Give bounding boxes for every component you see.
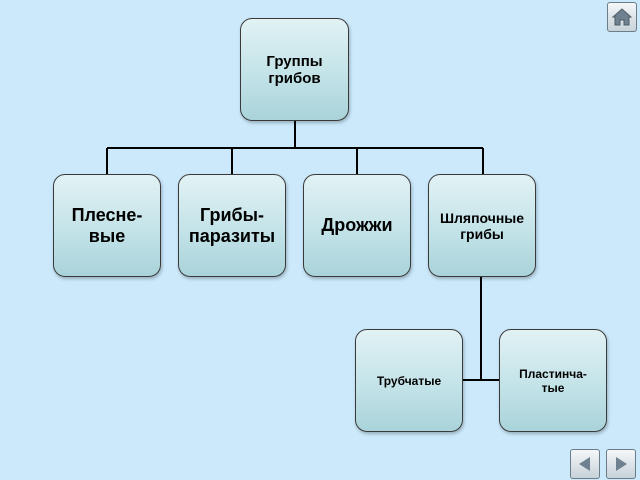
category-node-cap-mushrooms: Шляпочные грибы (428, 174, 536, 277)
prev-slide-button[interactable] (570, 449, 600, 479)
arrow-left-icon (579, 457, 590, 471)
subtype-label-lamellar: Пластинча- тые (519, 366, 587, 395)
next-slide-button[interactable] (606, 449, 636, 479)
category-label-mold: Плесне- вые (71, 204, 143, 246)
category-label-yeast: Дрожжи (321, 215, 393, 235)
subtype-node-tubular: Трубчатые (355, 329, 463, 432)
subtype-label-tubular: Трубчатые (376, 373, 442, 388)
category-label-cap-mushrooms: Шляпочные грибы (439, 209, 525, 242)
subtype-node-lamellar: Пластинча- тые (499, 329, 607, 432)
home-button[interactable] (607, 2, 637, 32)
category-node-parasites: Грибы- паразиты (178, 174, 286, 277)
arrow-right-icon (616, 457, 627, 471)
root-label: Группы грибов (266, 52, 323, 87)
category-node-mold: Плесне- вые (53, 174, 161, 277)
root-node: Группы грибов (240, 18, 349, 121)
home-icon (611, 8, 633, 26)
category-node-yeast: Дрожжи (303, 174, 411, 277)
category-label-parasites: Грибы- паразиты (188, 204, 276, 246)
